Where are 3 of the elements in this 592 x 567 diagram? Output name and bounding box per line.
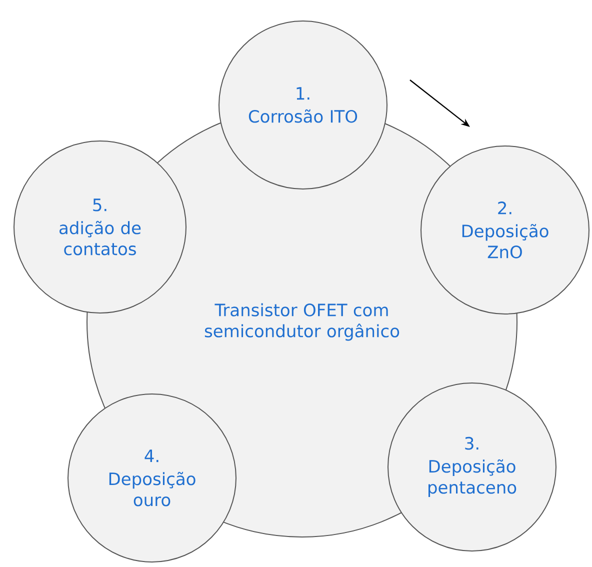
node-label: 4.	[144, 450, 158, 462]
node-label: Deposição ouro	[109, 472, 196, 506]
node-label: 2.	[498, 202, 512, 214]
